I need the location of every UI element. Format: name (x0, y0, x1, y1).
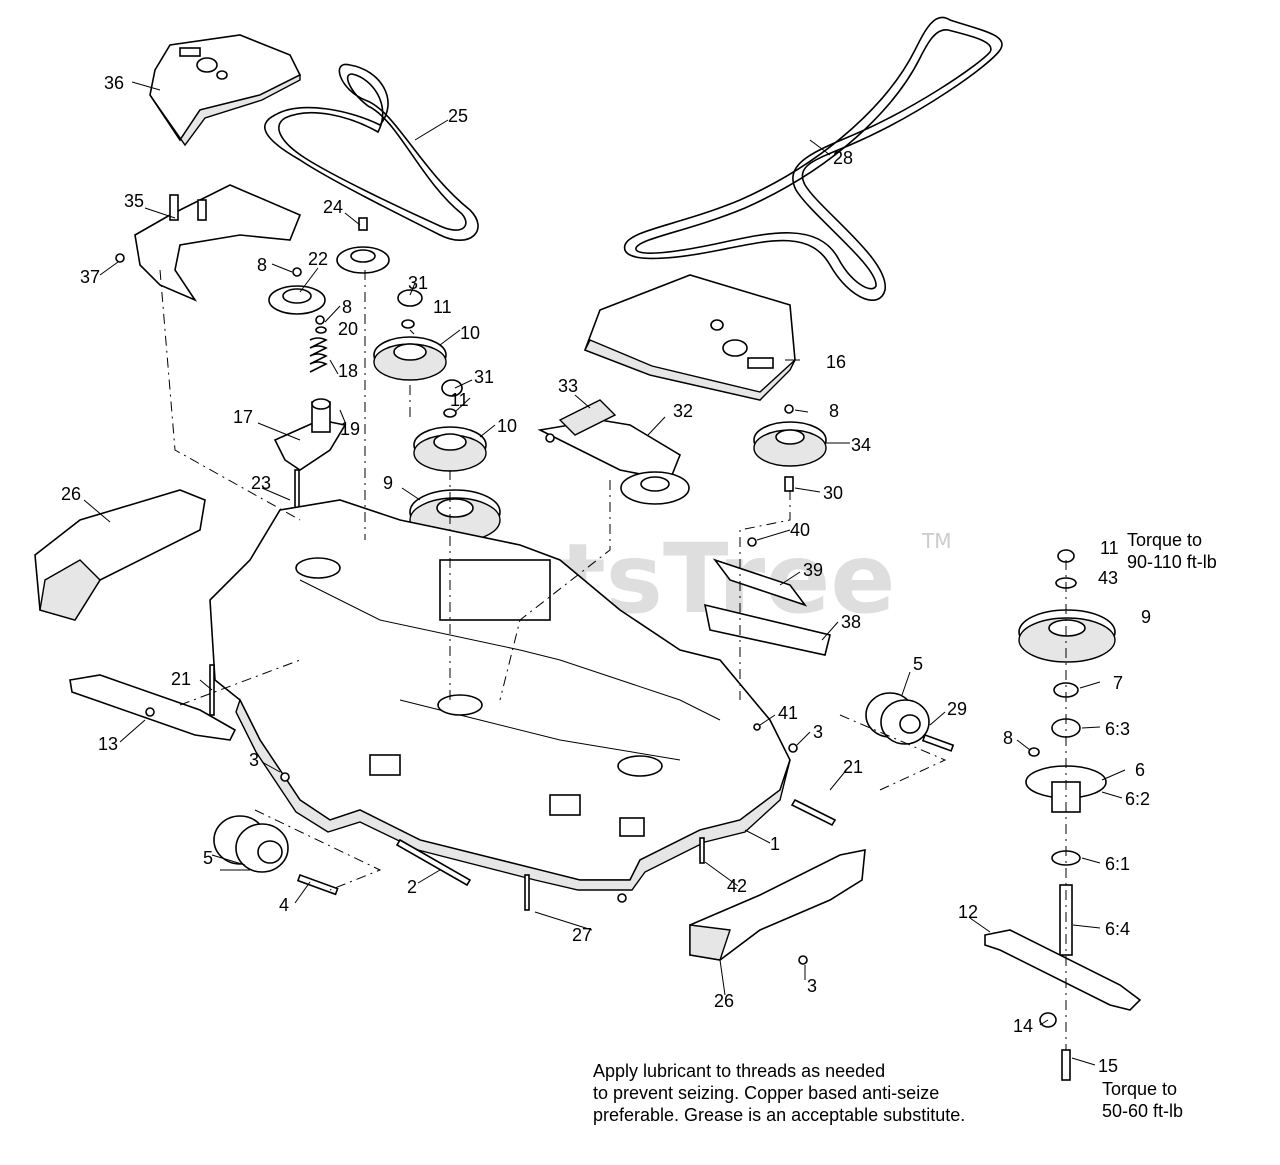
callout-11: 11 (450, 390, 469, 410)
idler-arm-32-33 (537, 399, 690, 505)
gauge-wheel-5-right (865, 692, 955, 752)
belt-cover-left (149, 34, 302, 147)
callout-6-3: 6:3 (1105, 719, 1130, 739)
belt-28-inner (635, 29, 992, 290)
callout-3: 3 (249, 750, 259, 770)
pulley-10-lower (413, 379, 487, 472)
callout-4: 4 (279, 895, 289, 915)
bracket-35 (115, 184, 302, 302)
callout-8: 8 (1003, 728, 1013, 748)
belt-cover-right (583, 274, 796, 401)
callout-21: 21 (171, 669, 191, 689)
assembly-lines (159, 269, 1067, 1050)
callout-33: 33 (558, 376, 578, 396)
callout-38: 38 (841, 612, 861, 632)
torque-note-bottom-line-2: 50-60 ft-lb (1102, 1101, 1184, 1121)
callout-22: 22 (308, 249, 328, 269)
callout-26: 26 (714, 991, 734, 1011)
callout-labels: 36 25 28 35 24 37 8 22 31 8 11 20 10 16 … (61, 73, 1151, 1076)
callout-20: 20 (338, 319, 358, 339)
callout-3: 3 (807, 976, 817, 996)
callout-6-1: 6:1 (1105, 854, 1130, 874)
callout-19: 19 (340, 419, 360, 439)
callout-27: 27 (572, 925, 592, 945)
callout-3: 3 (813, 722, 823, 742)
callout-28: 28 (833, 148, 853, 168)
callout-39: 39 (803, 560, 823, 580)
belt-28 (623, 16, 1003, 301)
pulley-10-upper (373, 289, 447, 381)
torque-note-top-line-1: Torque to (1127, 530, 1203, 550)
callout-25: 25 (448, 106, 468, 126)
callout-9: 9 (1141, 607, 1151, 627)
callout-24: 24 (323, 197, 343, 217)
callout-43: 43 (1098, 568, 1118, 588)
blade-13 (69, 674, 237, 741)
callout-10: 10 (460, 323, 480, 343)
callout-30: 30 (823, 483, 843, 503)
idler-arm-17 (273, 398, 347, 511)
callout-34: 34 (851, 435, 871, 455)
pulley-22 (268, 267, 326, 315)
belt-25-inner (278, 73, 467, 231)
callout-29: 29 (947, 699, 967, 719)
pulley-34 (753, 404, 827, 492)
callout-36: 36 (104, 73, 124, 93)
callout-6: 6 (1135, 760, 1145, 780)
callout-8: 8 (257, 255, 267, 275)
callout-17: 17 (233, 407, 253, 427)
callout-35: 35 (124, 191, 144, 211)
callout-2: 2 (407, 877, 417, 897)
callout-40: 40 (790, 520, 810, 540)
callout-10: 10 (497, 416, 517, 436)
torque-note-top: Torque to 90-110 ft-lb (1127, 529, 1217, 573)
lubricant-note-line-3: preferable. Grease is an acceptable subs… (593, 1105, 966, 1125)
gauge-wheel-5-left (213, 815, 339, 896)
callout-13: 13 (98, 734, 118, 754)
lubricant-note-line-1: Apply lubricant to threads as needed (593, 1061, 886, 1081)
callout-14: 14 (1013, 1016, 1033, 1036)
pulley-24 (336, 217, 390, 274)
callout-6-2: 6:2 (1125, 789, 1150, 809)
leader-lines (83, 81, 1126, 1066)
callout-1: 1 (770, 834, 780, 854)
callout-5: 5 (913, 654, 923, 674)
callout-21: 21 (843, 757, 863, 777)
callout-37: 37 (80, 267, 100, 287)
callout-41: 41 (778, 703, 798, 723)
callout-32: 32 (673, 401, 693, 421)
lubricant-note-line-2: to prevent seizing. Copper based anti-se… (593, 1083, 940, 1103)
callout-5: 5 (203, 848, 213, 868)
callout-31: 31 (474, 367, 494, 387)
callout-7: 7 (1113, 673, 1123, 693)
torque-note-top-line-2: 90-110 ft-lb (1127, 552, 1217, 572)
deck-shell-1 (209, 499, 791, 891)
bumper-26-right (689, 849, 866, 961)
callout-18: 18 (338, 361, 358, 381)
callout-12: 12 (958, 902, 978, 922)
callout-31: 31 (408, 273, 428, 293)
callout-15: 15 (1098, 1056, 1118, 1076)
spring-18 (309, 315, 328, 373)
spindle-assembly-6 (984, 549, 1142, 1081)
callout-23: 23 (251, 473, 271, 493)
torque-note-bottom: Torque to 50-60 ft-lb (1102, 1078, 1183, 1122)
torque-note-bottom-line-1: Torque to (1102, 1079, 1178, 1099)
baffle-38-39 (703, 537, 831, 656)
callout-42: 42 (727, 876, 747, 896)
callout-26: 26 (61, 484, 81, 504)
callout-8: 8 (342, 297, 352, 317)
lubricant-note: Apply lubricant to threads as needed to … (593, 1060, 965, 1126)
callout-16: 16 (826, 352, 846, 372)
callout-11: 11 (433, 297, 452, 317)
hardware (209, 664, 837, 965)
bumper-26-left (34, 489, 206, 621)
callout-8: 8 (829, 401, 839, 421)
callout-6-4: 6:4 (1105, 919, 1130, 939)
callout-11: 11 (1100, 538, 1119, 558)
watermark-tm: TM (921, 529, 951, 553)
callout-9: 9 (383, 473, 393, 493)
